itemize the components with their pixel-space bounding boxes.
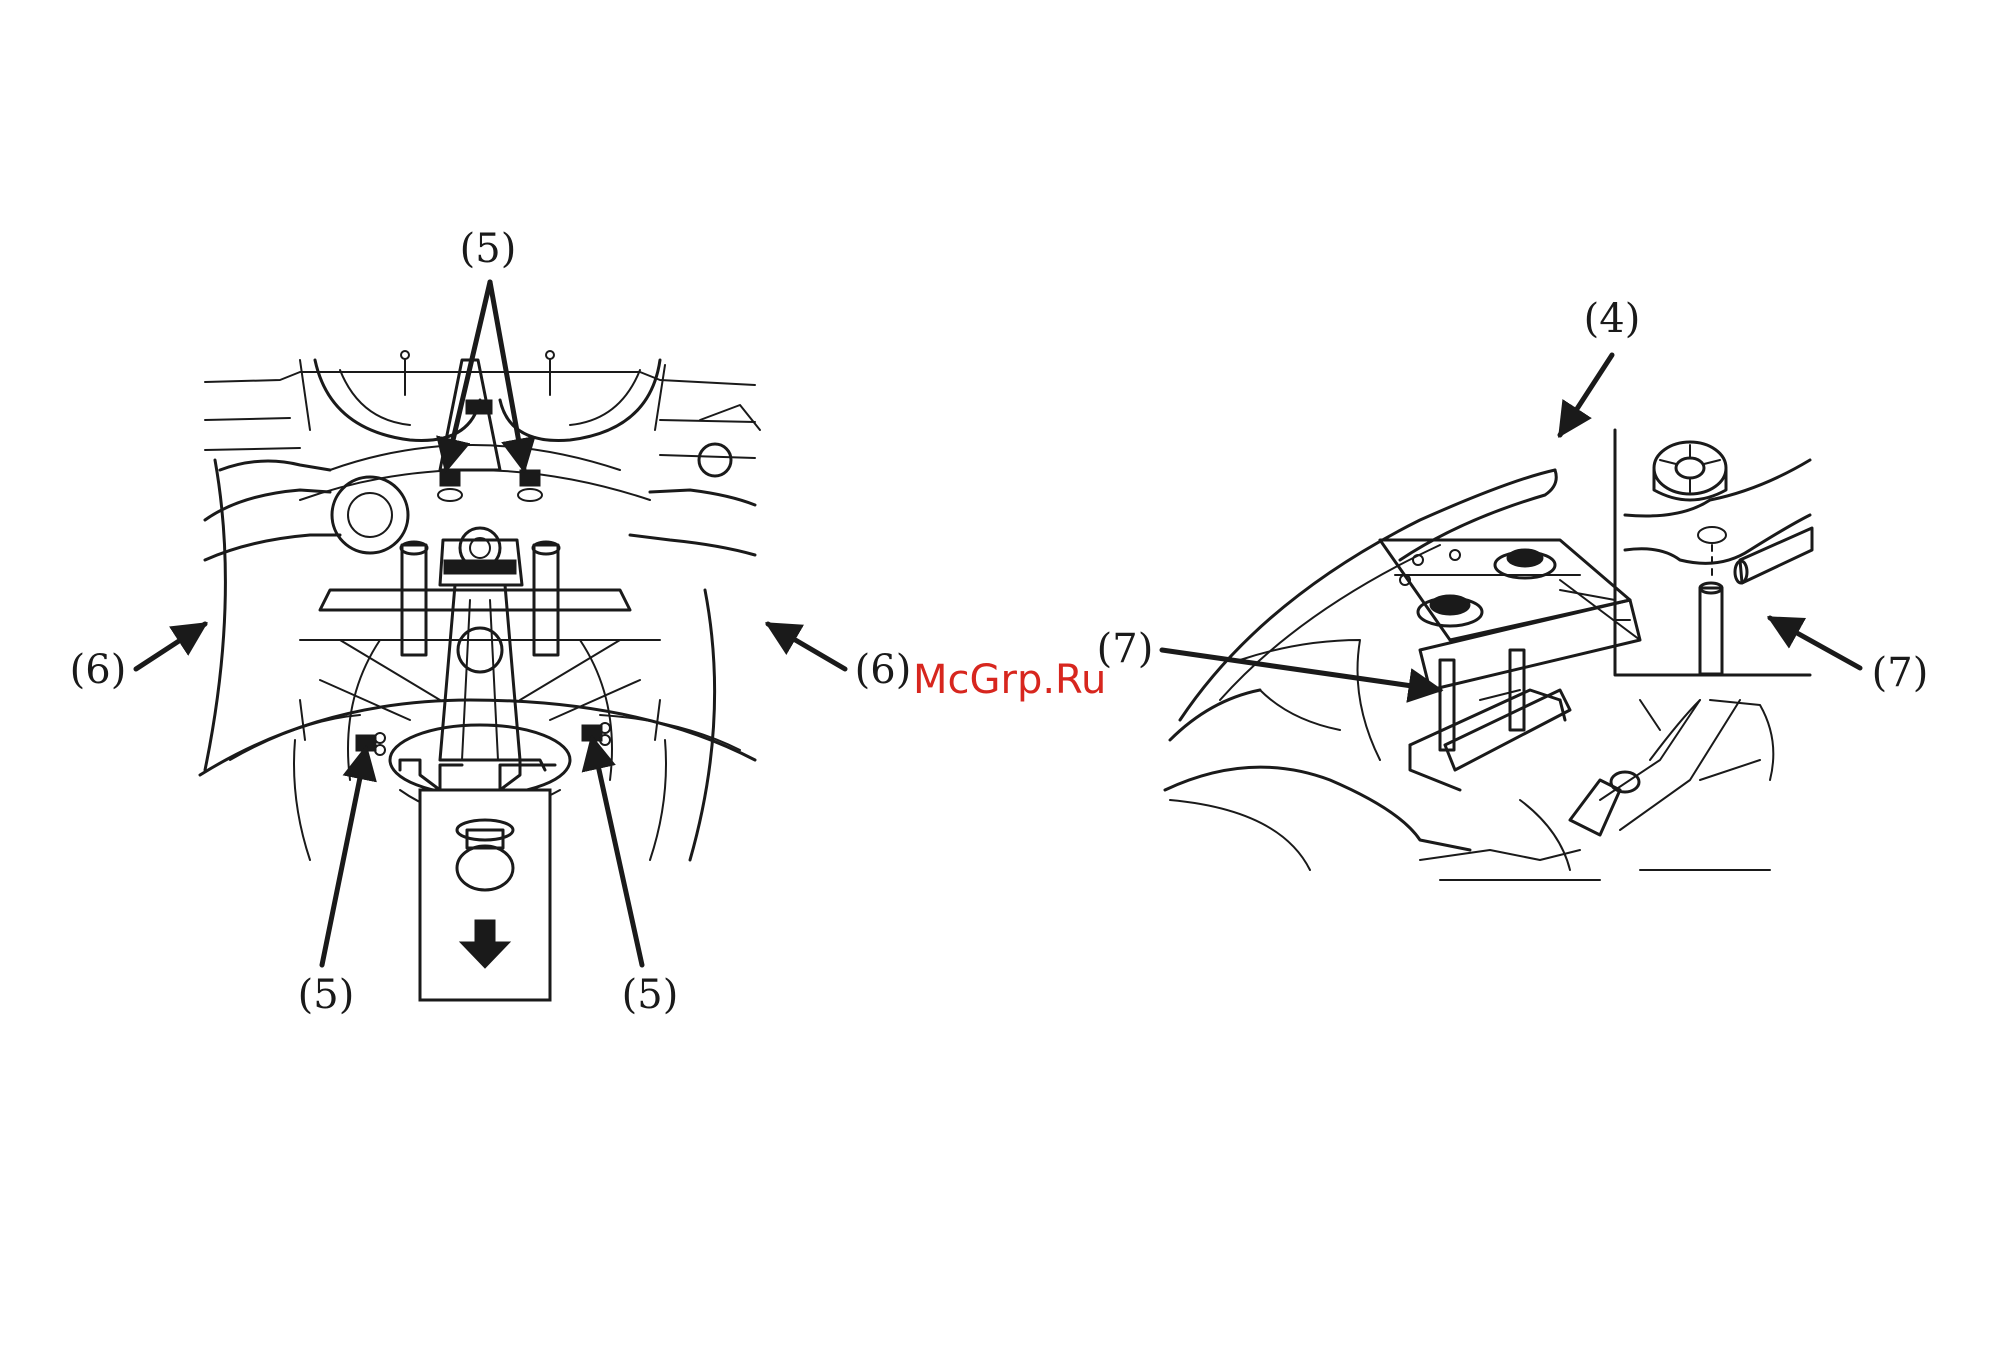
label-right-seven: (7): [1872, 650, 1929, 696]
label-four: (4): [1584, 296, 1641, 342]
label-top-five: (5): [460, 226, 517, 272]
left-illustration: [200, 351, 760, 1000]
right-illustration: [1165, 430, 1812, 880]
label-left-six: (6): [70, 647, 127, 693]
label-right-six: (6): [855, 647, 912, 693]
label-bottom-right-five: (5): [622, 972, 679, 1018]
watermark: McGrp.Ru: [913, 657, 1106, 703]
right-callouts: (4) (7) (7): [1097, 296, 1929, 696]
label-bottom-left-five: (5): [298, 972, 355, 1018]
